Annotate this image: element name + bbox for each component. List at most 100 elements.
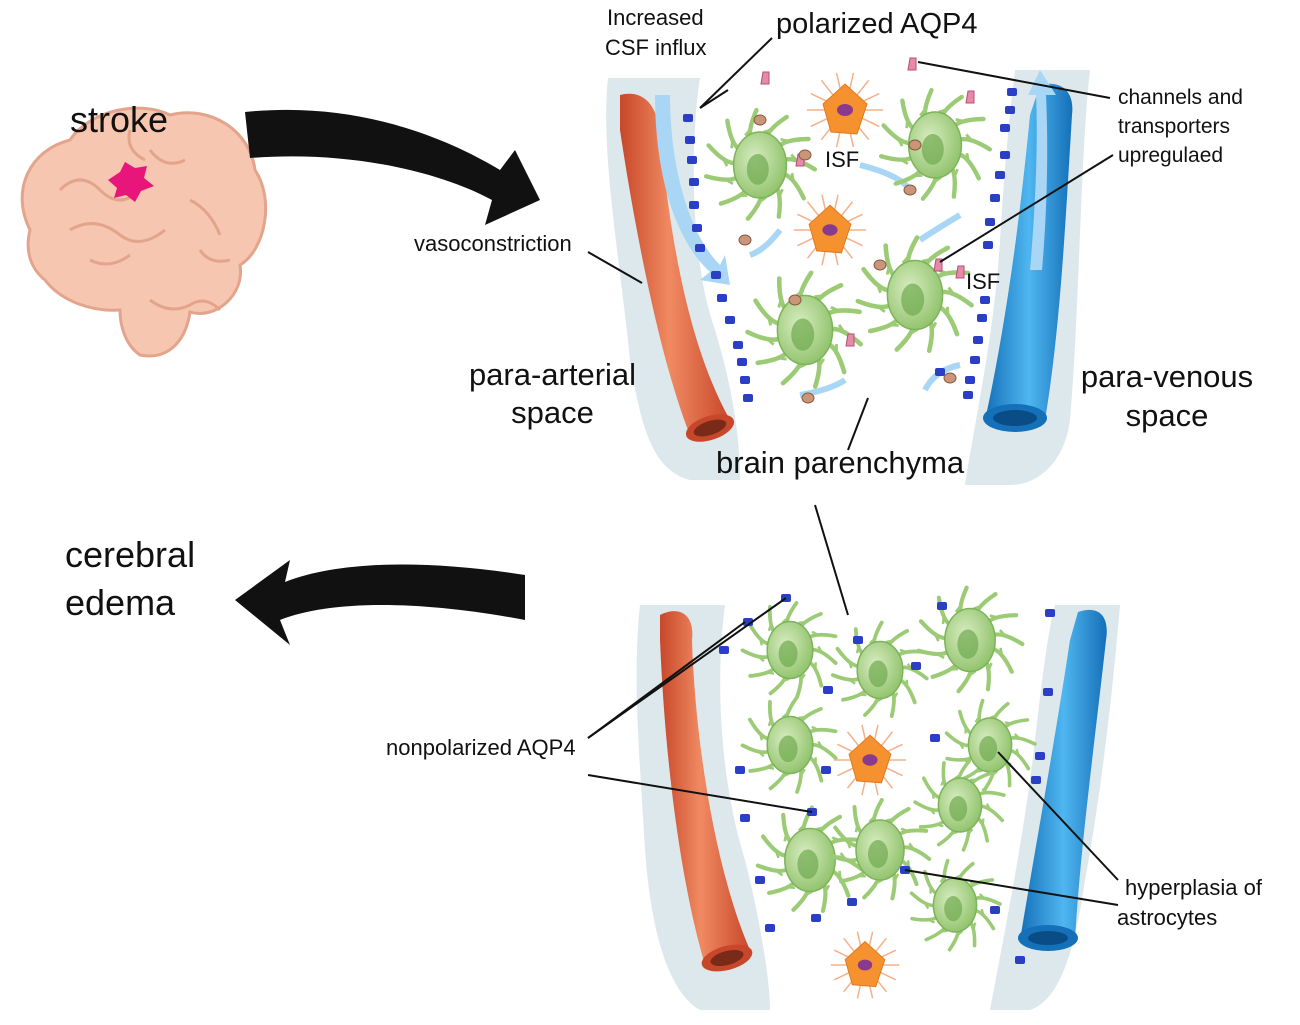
isf-flow-arrow — [859, 162, 913, 192]
aqp4-channel — [935, 368, 945, 376]
para-arterial-label-line2: space — [511, 395, 594, 430]
vein-top — [983, 83, 1073, 432]
aqp4-channel — [977, 314, 987, 322]
csf-influx-arrow — [655, 95, 730, 285]
aqp4-channel — [990, 906, 1000, 914]
aqp4-channel — [823, 686, 833, 694]
aqp4-channel — [990, 194, 1000, 202]
artery-bottom — [660, 611, 753, 972]
astrocyte — [916, 585, 1025, 694]
astrocyte — [740, 696, 838, 794]
aqp4-channel — [740, 376, 750, 384]
aqp4-channel — [725, 316, 735, 324]
channels-label-line3: upregulaed — [1118, 144, 1224, 167]
astrocyte — [855, 235, 974, 354]
aqp4-channel — [853, 636, 863, 644]
increased-csf-label-line1: Increased — [607, 5, 704, 30]
astrocyte — [703, 107, 818, 221]
aqp4-channel — [965, 376, 975, 384]
aqp4-channel — [755, 876, 765, 884]
hyperplasia-label-line1: hyperplasia of — [1125, 875, 1262, 900]
aqp4-channel — [911, 662, 921, 670]
channel-icon — [738, 234, 752, 246]
neuron — [807, 72, 883, 148]
aqp4-channel — [689, 178, 699, 186]
stroke-label: stroke — [70, 99, 169, 140]
channel-icon — [908, 139, 922, 151]
big-arrow-left — [235, 560, 525, 645]
aqp4-channel — [1005, 106, 1015, 114]
isf-label-right: ISF — [966, 269, 1001, 294]
aqp4-channel — [985, 218, 995, 226]
aqp4-channel — [719, 646, 729, 654]
neuron — [830, 931, 900, 999]
aqp4-channel — [743, 394, 753, 402]
transporter-icon — [955, 265, 965, 279]
aqp4-channel — [683, 114, 693, 122]
transporter-icon — [965, 90, 975, 104]
vein-bottom — [1018, 609, 1107, 951]
aqp4-channel — [980, 296, 990, 304]
big-arrow-right — [245, 109, 540, 225]
channels-label-line2: transporters — [1118, 115, 1231, 138]
aqp4-channel — [689, 201, 699, 209]
nonpolarized-aqp4-label: nonpolarized AQP4 — [386, 735, 576, 760]
channel-icon — [801, 392, 815, 404]
cells-layer — [703, 72, 1037, 999]
transporter-icon — [907, 57, 917, 71]
brain-parenchyma-label: brain parenchyma — [716, 445, 965, 480]
astrocyte — [913, 759, 1006, 852]
astrocyte — [740, 601, 838, 699]
aqp4-channel — [1031, 776, 1041, 784]
aqp4-channels-layer — [683, 57, 1055, 964]
aqp4-channel — [1045, 609, 1055, 617]
channel-icon — [798, 149, 812, 161]
aqp4-channel — [930, 734, 940, 742]
neuron — [833, 724, 907, 796]
aqp4-channel — [811, 914, 821, 922]
aqp4-channel — [687, 156, 697, 164]
aqp4-channel — [937, 602, 947, 610]
transporter-icon — [845, 333, 855, 347]
aqp4-channel — [1035, 752, 1045, 760]
aqp4-channel — [963, 391, 973, 399]
channel-icon — [873, 259, 887, 271]
stroke-lesion — [108, 162, 154, 202]
aqp4-channel — [765, 924, 775, 932]
cerebral-edema-label-line2: edema — [65, 582, 176, 623]
aqp4-channel — [740, 814, 750, 822]
transporter-icon — [760, 71, 770, 85]
aqp4-channel — [970, 356, 980, 364]
para-arterial-label-line1: para-arterial — [468, 357, 637, 392]
polarized-aqp4-label: polarized AQP4 — [776, 8, 978, 40]
aqp4-channel — [1043, 688, 1053, 696]
channel-icon — [753, 114, 767, 126]
aqp4-channel — [733, 341, 743, 349]
aqp4-channel — [685, 136, 695, 144]
astrocyte — [830, 620, 929, 718]
aqp4-channel — [692, 224, 702, 232]
leader-lines — [587, 37, 1119, 906]
astrocyte — [745, 270, 864, 389]
aqp4-channel — [737, 358, 747, 366]
aqp4-channel — [1015, 956, 1025, 964]
aqp4-channel — [973, 336, 983, 344]
artery-top — [620, 93, 735, 442]
channel-icon — [943, 372, 957, 384]
isf-label-top: ISF — [825, 147, 860, 172]
para-venous-label-line2: space — [1125, 398, 1209, 433]
para-venous-label-line1: para-venous — [1080, 359, 1254, 394]
astrocyte — [944, 698, 1037, 792]
astrocyte — [828, 798, 932, 901]
aqp4-channel — [847, 898, 857, 906]
increased-csf-label-line2: CSF influx — [605, 35, 707, 60]
aqp4-channel — [983, 241, 993, 249]
isf-flow-arrow — [748, 228, 783, 258]
astrocyte — [878, 87, 993, 201]
channel-icon — [788, 294, 802, 306]
channels-label-line1: channels and — [1118, 86, 1243, 109]
aqp4-channel — [1000, 124, 1010, 132]
venous-outflow-arrow — [1028, 70, 1056, 270]
